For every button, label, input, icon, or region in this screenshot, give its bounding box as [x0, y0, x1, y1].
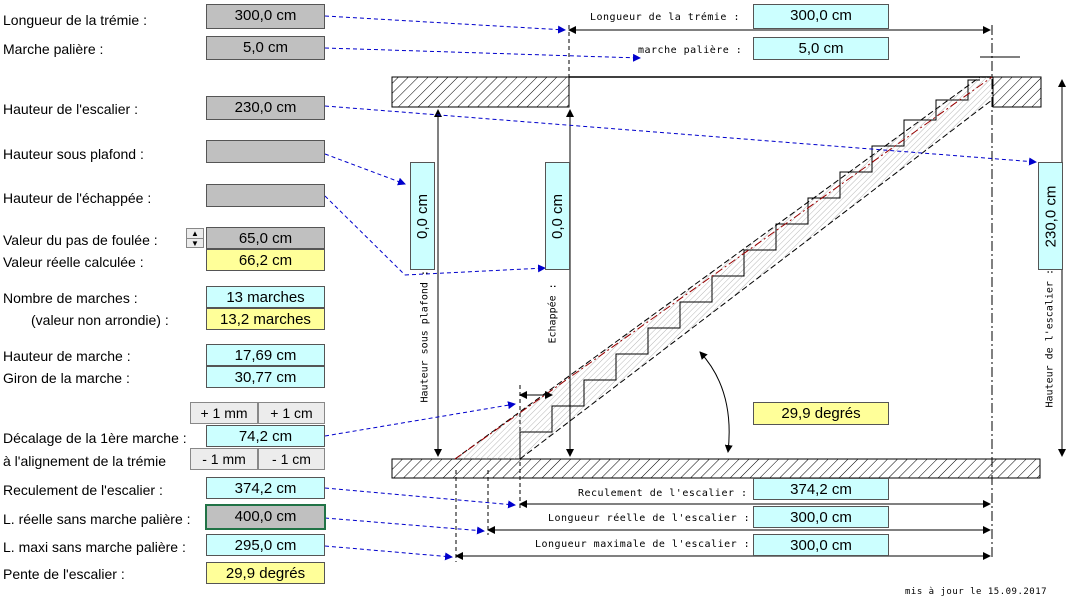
spin-down-icon[interactable]: ▼ — [191, 239, 199, 248]
pas-spinner[interactable]: ▲ ▼ — [186, 228, 204, 248]
value-giron: 30,77 cm — [206, 366, 325, 388]
minus-1cm-button[interactable]: - 1 cm — [258, 448, 325, 470]
diag-reculement-label: Reculement de l'escalier : — [578, 488, 748, 499]
value-decalage: 74,2 cm — [206, 425, 325, 447]
input-hauteur-plafond[interactable] — [206, 140, 325, 163]
label-longueur-tremie: Longueur de la trémie : — [3, 12, 147, 28]
input-hauteur-echappee[interactable] — [206, 184, 325, 207]
input-valeur-pas[interactable]: 65,0 cm — [206, 227, 325, 249]
label-giron: Giron de la marche : — [3, 370, 130, 386]
input-hauteur-escalier[interactable]: 230,0 cm — [206, 96, 325, 120]
diag-longueur-maxi-label: Longueur maximale de l'escalier : — [535, 539, 751, 550]
label-decalage-2: à l'alignement de la trémie — [3, 453, 166, 469]
diag-marche-paliere-value: 5,0 cm — [753, 37, 889, 60]
stair-steps — [519, 79, 980, 459]
diag-angle-value: 29,9 degrés — [753, 402, 889, 425]
input-longueur-tremie[interactable]: 300,0 cm — [206, 4, 325, 29]
top-slab-right — [992, 76, 1042, 108]
label-valeur-reelle: Valeur réelle calculée : — [3, 254, 144, 270]
value-hauteur-marche: 17,69 cm — [206, 344, 325, 366]
top-slab-left — [391, 76, 570, 108]
label-hauteur-escalier: Hauteur de l'escalier : — [3, 101, 138, 117]
footer-date: mis à jour le 15.09.2017 — [905, 587, 1048, 597]
diag-hauteur-plafond-value: 0,0 cm — [410, 162, 435, 270]
label-nombre-marches: Nombre de marches : — [3, 290, 138, 306]
diag-marche-paliere-label: marche palière : — [638, 45, 743, 56]
diag-echappee-label: Echappée : — [547, 283, 559, 344]
label-pente: Pente de l'escalier : — [3, 566, 125, 582]
diag-longueur-reelle-value: 300,0 cm — [753, 506, 889, 528]
value-valeur-reelle: 66,2 cm — [206, 249, 325, 271]
label-l-maxi: L. maxi sans marche palière : — [3, 539, 186, 555]
spin-up-icon[interactable]: ▲ — [187, 229, 203, 239]
label-hauteur-plafond: Hauteur sous plafond : — [3, 146, 144, 162]
label-hauteur-marche: Hauteur de marche : — [3, 348, 131, 364]
value-nombre-marches: 13 marches — [206, 286, 325, 308]
value-reculement: 374,2 cm — [206, 477, 325, 499]
diag-longueur-tremie-value: 300,0 cm — [753, 4, 889, 29]
label-marche-paliere: Marche palière : — [3, 41, 104, 57]
diag-hauteur-escalier-label: Hauteur de l'escalier : — [1044, 269, 1056, 408]
value-l-reelle[interactable]: 400,0 cm — [205, 504, 326, 530]
input-marche-paliere[interactable]: 5,0 cm — [206, 36, 325, 60]
label-decalage-1: Décalage de la 1ère marche : — [3, 430, 187, 446]
label-l-reelle: L. réelle sans marche palière : — [3, 511, 191, 527]
minus-1mm-button[interactable]: - 1 mm — [190, 448, 258, 470]
diag-echappee-value: 0,0 cm — [545, 162, 570, 270]
diag-reculement-value: 374,2 cm — [753, 478, 889, 500]
label-valeur-pas: Valeur du pas de foulée : — [3, 232, 158, 248]
label-hauteur-echappee: Hauteur de l'échappée : — [3, 190, 152, 206]
label-reculement: Reculement de l'escalier : — [3, 482, 163, 498]
plus-1cm-button[interactable]: + 1 cm — [258, 402, 325, 424]
bottom-slab — [391, 458, 1041, 479]
plus-1mm-button[interactable]: + 1 mm — [190, 402, 258, 424]
diag-longueur-maxi-value: 300,0 cm — [753, 534, 889, 556]
value-pente: 29,9 degrés — [206, 562, 325, 584]
value-l-maxi: 295,0 cm — [206, 534, 325, 556]
value-non-arrondie: 13,2 marches — [206, 308, 325, 330]
label-non-arrondie: (valeur non arrondie) : — [31, 312, 169, 328]
diag-longueur-tremie-label: Longueur de la trémie : — [590, 12, 740, 23]
diag-hauteur-plafond-label: Hauteur sous plafond : — [419, 270, 431, 403]
diag-longueur-reelle-label: Longueur réelle de l'escalier : — [548, 513, 751, 524]
diag-hauteur-escalier-value: 230,0 cm — [1038, 162, 1063, 270]
